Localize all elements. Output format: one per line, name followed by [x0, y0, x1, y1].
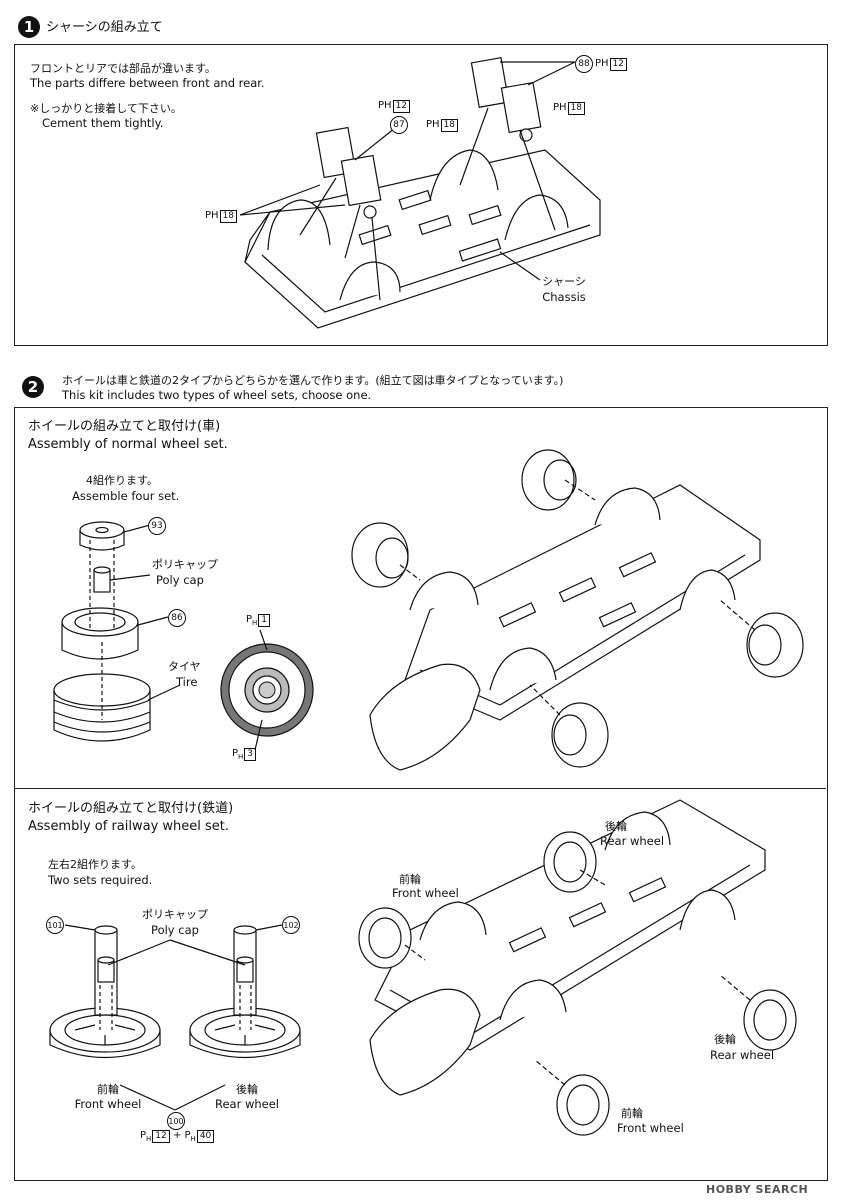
tire-label-jp: タイヤ — [168, 660, 201, 673]
rail-rear-right-jp: 後輪 — [714, 1033, 736, 1046]
step-2-intro-en: This kit includes two types of wheel set… — [62, 388, 372, 402]
watermark-logo: HOBBY SEARCH — [706, 1183, 809, 1196]
chassis-label-en: Chassis — [542, 290, 586, 304]
front-wheel-jp: 前輪 — [97, 1083, 119, 1096]
rear-wheel-jp: 後輪 — [236, 1083, 258, 1096]
part-86-label: 86 — [168, 609, 186, 627]
part-100-label: 100 — [167, 1112, 185, 1130]
railway-polycap-en: Poly cap — [151, 923, 199, 937]
section-divider — [14, 788, 826, 789]
step-2-badge: 2 — [22, 376, 44, 398]
rail-front-top-en: Front wheel — [392, 886, 459, 900]
rail-front-bottom-en: Front wheel — [617, 1121, 684, 1135]
tire-label-en: Tire — [176, 675, 198, 689]
normal-wheel-title-jp: ホイールの組み立てと取付け(車) — [28, 419, 221, 434]
rail-rear-top-en: Rear wheel — [600, 834, 665, 848]
normal-qty-jp: 4組作ります。 — [86, 474, 158, 487]
railway-qty-jp: 左右2組作ります。 — [48, 858, 142, 871]
normal-qty-en: Assemble four set. — [72, 489, 180, 503]
step-1-panel — [14, 44, 828, 346]
step-1-cement-jp: ※しっかりと接着して下さい。 — [30, 102, 182, 115]
railway-polycap-jp: ポリキャップ — [142, 908, 208, 921]
normal-wheel-title-en: Assembly of normal wheel set. — [28, 437, 228, 452]
railway-wheel-title-en: Assembly of railway wheel set. — [28, 819, 230, 834]
part-87-label: 87 — [390, 116, 408, 134]
step-1-badge: 1 — [18, 16, 40, 38]
rail-front-bottom-jp: 前輪 — [621, 1107, 643, 1120]
railway-wheel-title-jp: ホイールの組み立てと取付け(鉄道) — [28, 801, 234, 816]
step-1-title: シャーシの組み立て — [46, 20, 163, 35]
step-1-note-en: The parts differe between front and rear… — [30, 76, 265, 90]
chassis-label-jp: シャーシ — [542, 275, 586, 288]
front-wheel-en: Front wheel — [74, 1097, 142, 1111]
polycap-label-en: Poly cap — [156, 573, 204, 587]
rear-wheel-en: Rear wheel — [214, 1097, 280, 1111]
step-1-cement-en: Cement them tightly. — [42, 116, 164, 130]
part-101-label: 101 — [46, 916, 64, 934]
part-102-label: 102 — [282, 916, 300, 934]
step-2-intro-jp: ホイールは車と鉄道の2タイプからどちらかを選んで作ります。(組立て図は車タイプと… — [62, 374, 564, 387]
rail-front-top-jp: 前輪 — [399, 873, 421, 886]
polycap-label-jp: ポリキャップ — [152, 558, 218, 571]
step-2-panel — [14, 407, 828, 1181]
rail-rear-right-en: Rear wheel — [710, 1048, 775, 1062]
rail-rear-top-jp: 後輪 — [605, 820, 627, 833]
railway-qty-en: Two sets required. — [48, 873, 153, 887]
part-88-label: 88 — [575, 55, 593, 73]
step-1-note-jp: フロントとリアでは部品が違います。 — [30, 62, 216, 75]
part-93-label: 93 — [148, 517, 166, 535]
